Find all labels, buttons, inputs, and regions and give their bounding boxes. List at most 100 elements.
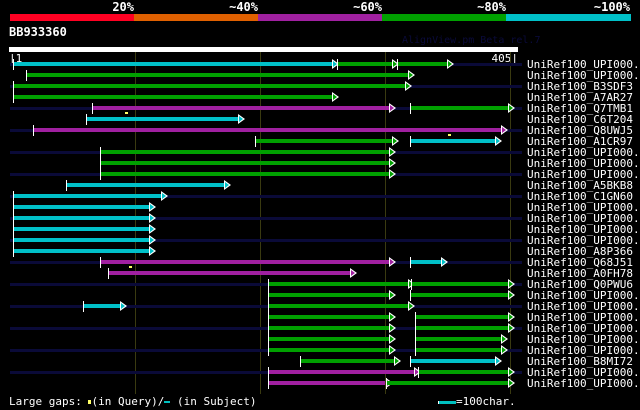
- alignment-row[interactable]: UniRef100_UPI000..: [0, 367, 640, 378]
- subject-label[interactable]: UniRef100_B3SDF3: [527, 80, 633, 93]
- alignment-row[interactable]: UniRef100_UPI000..: [0, 334, 640, 345]
- hsp-segment[interactable]: [99, 172, 390, 176]
- alignment-row[interactable]: UniRef100_UPI000..: [0, 70, 640, 81]
- subject-label[interactable]: UniRef100_A5BKB8: [527, 179, 633, 192]
- alignment-row[interactable]: UniRef100_A5BKB8: [0, 180, 640, 191]
- hsp-segment[interactable]: [99, 260, 390, 264]
- hsp-segment[interactable]: [13, 227, 149, 231]
- subject-label[interactable]: UniRef100_UPI000..: [527, 58, 640, 71]
- hsp-segment[interactable]: [385, 381, 508, 385]
- hsp-segment[interactable]: [417, 370, 508, 374]
- alignment-row[interactable]: UniRef100_UPI000..: [0, 312, 640, 323]
- hsp-segment[interactable]: [66, 183, 225, 187]
- hsp-segment[interactable]: [268, 304, 408, 308]
- subject-label[interactable]: UniRef100_UPI000..: [527, 300, 640, 313]
- subject-label[interactable]: UniRef100_Q0PWU6: [527, 278, 633, 291]
- hsp-segment[interactable]: [13, 238, 149, 242]
- subject-label[interactable]: UniRef100_B8MI72: [527, 355, 633, 368]
- hsp-segment[interactable]: [300, 359, 395, 363]
- subject-label[interactable]: UniRef100_A7AR27: [527, 91, 633, 104]
- hsp-segment[interactable]: [411, 282, 508, 286]
- hsp-segment[interactable]: [396, 62, 448, 66]
- alignment-row[interactable]: UniRef100_A7AR27: [0, 92, 640, 103]
- hsp-segment[interactable]: [410, 260, 441, 264]
- alignment-row[interactable]: UniRef100_Q0PWU6: [0, 279, 640, 290]
- subject-label[interactable]: UniRef100_UPI000..: [527, 157, 640, 170]
- hsp-segment[interactable]: [410, 139, 496, 143]
- hsp-segment[interactable]: [268, 282, 408, 286]
- subject-label[interactable]: UniRef100_UPI000..: [527, 223, 640, 236]
- subject-label[interactable]: UniRef100_A8P366: [527, 245, 633, 258]
- hsp-segment[interactable]: [25, 73, 408, 77]
- alignment-row[interactable]: UniRef100_UPI000..: [0, 290, 640, 301]
- hsp-segment[interactable]: [410, 359, 496, 363]
- subject-label[interactable]: UniRef100_UPI000..: [527, 377, 640, 390]
- alignment-row[interactable]: UniRef100_A0FH78: [0, 268, 640, 279]
- hsp-segment[interactable]: [13, 194, 162, 198]
- hsp-segment[interactable]: [268, 315, 390, 319]
- hsp-segment[interactable]: [13, 216, 149, 220]
- alignment-row[interactable]: UniRef100_UPI000..: [0, 202, 640, 213]
- hsp-segment[interactable]: [268, 337, 390, 341]
- hsp-segment[interactable]: [13, 249, 149, 253]
- subject-label[interactable]: UniRef100_A0FH78: [527, 267, 633, 280]
- alignment-row[interactable]: UniRef100_A8P366: [0, 246, 640, 257]
- subject-label[interactable]: UniRef100_Q68J51: [527, 256, 633, 269]
- subject-label[interactable]: UniRef100_Q8UWJ5: [527, 124, 633, 137]
- alignment-row[interactable]: UniRef100_UPI000..: [0, 301, 640, 312]
- alignment-row[interactable]: UniRef100_UPI000..: [0, 158, 640, 169]
- hsp-segment[interactable]: [32, 128, 502, 132]
- hsp-segment[interactable]: [254, 139, 392, 143]
- hsp-segment[interactable]: [415, 315, 508, 319]
- subject-label[interactable]: UniRef100_UPI000..: [527, 311, 640, 324]
- hsp-segment[interactable]: [85, 117, 238, 121]
- alignment-row[interactable]: UniRef100_UPI000..: [0, 224, 640, 235]
- hsp-segment[interactable]: [410, 106, 508, 110]
- alignment-row[interactable]: UniRef100_B3SDF3: [0, 81, 640, 92]
- hsp-segment[interactable]: [13, 95, 333, 99]
- hsp-segment[interactable]: [268, 326, 390, 330]
- alignment-row[interactable]: UniRef100_C1GN60: [0, 191, 640, 202]
- hsp-segment[interactable]: [92, 106, 390, 110]
- hsp-segment[interactable]: [108, 271, 350, 275]
- alignment-row[interactable]: UniRef100_C6T204: [0, 114, 640, 125]
- hsp-segment[interactable]: [13, 62, 333, 66]
- alignment-row[interactable]: UniRef100_UPI000..: [0, 235, 640, 246]
- subject-label[interactable]: UniRef100_C6T204: [527, 113, 633, 126]
- alignment-row[interactable]: UniRef100_UPI000..: [0, 59, 640, 70]
- hsp-segment[interactable]: [99, 150, 390, 154]
- alignment-row[interactable]: UniRef100_Q7TMB1: [0, 103, 640, 114]
- hsp-segment[interactable]: [337, 62, 392, 66]
- alignment-row[interactable]: UniRef100_UPI000..: [0, 345, 640, 356]
- hsp-segment[interactable]: [415, 337, 502, 341]
- alignment-row[interactable]: UniRef100_UPI000..: [0, 147, 640, 158]
- hsp-segment[interactable]: [415, 348, 502, 352]
- subject-label[interactable]: UniRef100_Q7TMB1: [527, 102, 633, 115]
- alignment-row[interactable]: UniRef100_Q8UWJ5: [0, 125, 640, 136]
- subject-label[interactable]: UniRef100_UPI000..: [527, 69, 640, 82]
- subject-label[interactable]: UniRef100_A1CR97: [527, 135, 633, 148]
- alignment-row[interactable]: UniRef100_UPI000..: [0, 169, 640, 180]
- subject-label[interactable]: UniRef100_UPI000..: [527, 322, 640, 335]
- subject-label[interactable]: UniRef100_UPI000..: [527, 146, 640, 159]
- subject-label[interactable]: UniRef100_UPI000..: [527, 344, 640, 357]
- subject-label[interactable]: UniRef100_UPI000..: [527, 201, 640, 214]
- hsp-segment[interactable]: [13, 84, 406, 88]
- subject-label[interactable]: UniRef100_UPI000..: [527, 333, 640, 346]
- subject-label[interactable]: UniRef100_UPI000..: [527, 289, 640, 302]
- hsp-segment[interactable]: [415, 326, 508, 330]
- hsp-segment[interactable]: [268, 293, 390, 297]
- hsp-segment[interactable]: [268, 381, 386, 385]
- alignment-row[interactable]: UniRef100_A1CR97: [0, 136, 640, 147]
- subject-label[interactable]: UniRef100_UPI000..: [527, 366, 640, 379]
- alignment-row[interactable]: UniRef100_Q68J51: [0, 257, 640, 268]
- alignment-row[interactable]: UniRef100_UPI000..: [0, 213, 640, 224]
- hsp-segment[interactable]: [268, 370, 414, 374]
- hsp-segment[interactable]: [268, 348, 390, 352]
- subject-label[interactable]: UniRef100_C1GN60: [527, 190, 633, 203]
- hsp-segment[interactable]: [410, 293, 508, 297]
- subject-label[interactable]: UniRef100_UPI000..: [527, 212, 640, 225]
- hsp-segment[interactable]: [99, 161, 390, 165]
- alignment-row[interactable]: UniRef100_UPI000..: [0, 323, 640, 334]
- alignment-row[interactable]: UniRef100_B8MI72: [0, 356, 640, 367]
